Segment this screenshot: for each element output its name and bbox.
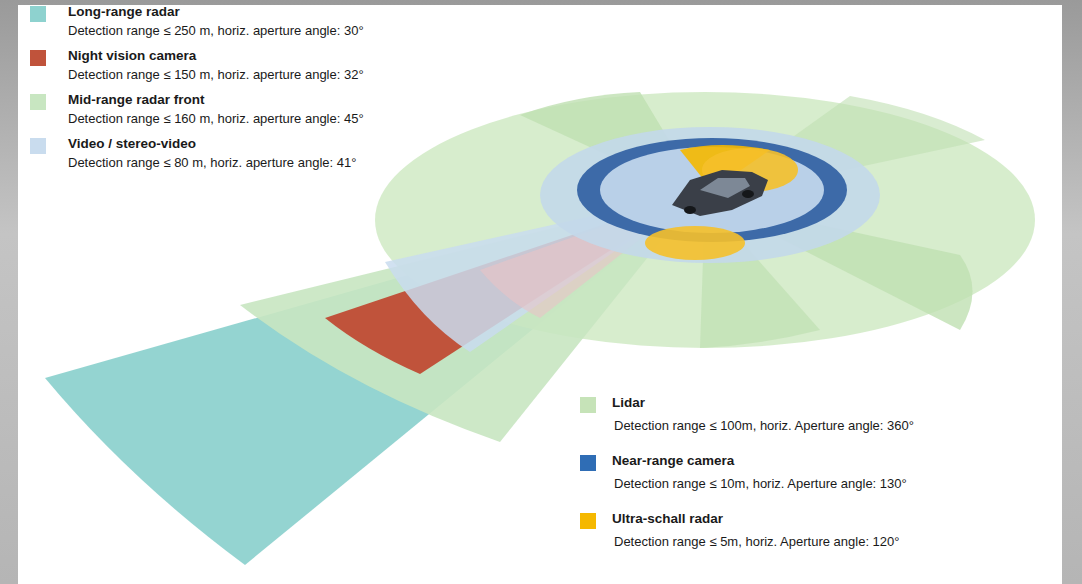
legend-swatch [30,138,46,154]
legend-swatch [580,455,596,471]
legend-swatch [30,50,46,66]
legend-swatch [580,513,596,529]
legend-title: Near-range camera [612,453,734,468]
legend-swatch [30,6,46,22]
legend-detail: Detection range ≤ 10m, horiz. Aperture a… [612,476,909,491]
car-illustration [672,170,768,216]
legend-title: Long-range radar [68,4,180,19]
legend-detail: Detection range ≤ 80 m, horiz. aperture … [68,155,356,170]
legend-detail: Detection range ≤ 5m, horiz. Aperture an… [612,534,902,549]
legend-swatch [580,397,596,413]
legend-title: Mid-range radar front [68,92,205,107]
legend-title: Ultra-schall radar [612,511,723,526]
legend-title: Lidar [612,395,645,410]
legend-detail: Detection range ≤ 150 m, horiz. aperture… [68,67,364,82]
legend-title: Video / stereo-video [68,136,196,151]
legend-detail: Detection range ≤ 250 m, horiz. aperture… [68,23,364,38]
legend-title: Night vision camera [68,48,196,63]
legend-detail: Detection range ≤ 160 m, horiz. aperture… [68,111,364,126]
legend-swatch [30,94,46,110]
legend-detail: Detection range ≤ 100m, horiz. Aperture … [612,418,916,433]
